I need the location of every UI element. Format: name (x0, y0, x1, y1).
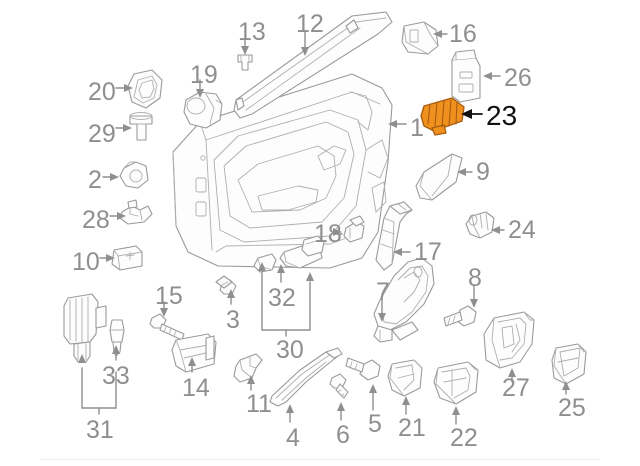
part-shape-clip-13 (237, 54, 253, 71)
callout-label-2[interactable]: 2 (88, 166, 102, 194)
part-shape-courtesy-lamp (63, 293, 107, 363)
callout-label-14[interactable]: 14 (182, 374, 210, 402)
part-shape-bolt-5 (345, 357, 381, 381)
part-shape-inside-handle-bezel (373, 257, 435, 343)
part-shape-grommet-oval (127, 69, 163, 109)
callout-label-10[interactable]: 10 (72, 248, 100, 276)
callout-label-29[interactable]: 29 (88, 120, 116, 148)
part-shape-bracket-clip (119, 199, 153, 225)
part-shape-bracket-11 (233, 353, 263, 383)
part-shape-clip-retainer (119, 161, 149, 189)
part-shape-door-trim-panel (172, 73, 393, 269)
callout-label-32[interactable]: 32 (268, 284, 296, 312)
callout-label-30[interactable]: 30 (276, 336, 304, 364)
part-shape-armrest-pull-handle (269, 347, 343, 407)
callout-label-17[interactable]: 17 (414, 238, 442, 266)
part-shape-corner-cover (401, 21, 439, 55)
callout-label-33[interactable]: 33 (102, 362, 130, 390)
callout-label-5[interactable]: 5 (368, 410, 382, 438)
part-shape-clip-fastener (465, 211, 495, 239)
callout-label-25[interactable]: 25 (558, 394, 586, 422)
callout-label-20[interactable]: 20 (88, 78, 116, 106)
part-shape-window-switch-assembly (433, 361, 479, 405)
callout-label-24[interactable]: 24 (508, 216, 536, 244)
callout-label-18[interactable]: 18 (314, 220, 342, 248)
part-shape-trim-cover-panel (415, 153, 463, 201)
part-shape-screw-6 (329, 373, 349, 399)
callout-label-11[interactable]: 11 (246, 390, 272, 418)
callout-label-19[interactable]: 19 (190, 61, 218, 89)
callout-label-28[interactable]: 28 (82, 206, 110, 234)
callout-label-12[interactable]: 12 (296, 10, 324, 38)
callout-label-6[interactable]: 6 (336, 421, 350, 449)
callout-label-15[interactable]: 15 (155, 282, 183, 310)
callout-label-22[interactable]: 22 (450, 424, 478, 452)
callout-label-13[interactable]: 13 (238, 18, 266, 46)
part-shape-master-window-switch (483, 311, 535, 369)
bottom-divider (40, 459, 600, 460)
part-shape-lock-switch (451, 49, 481, 103)
part-shape-cap-plug (111, 245, 143, 271)
part-shape-grommet-plug (129, 112, 153, 141)
part-shape-window-switch-highlighted (420, 97, 465, 136)
part-shape-bolt-8 (443, 305, 477, 327)
part-shape-screw-3 (215, 275, 237, 295)
callout-label-4[interactable]: 4 (286, 424, 300, 452)
callout-label-16[interactable]: 16 (449, 20, 477, 48)
callout-label-8[interactable]: 8 (468, 264, 482, 292)
part-shape-screw-15 (149, 313, 185, 341)
callout-label-9[interactable]: 9 (476, 158, 490, 186)
part-shape-trim-strip (375, 201, 413, 271)
callout-label-3[interactable]: 3 (226, 306, 240, 334)
part-shape-upper-belt-molding (233, 11, 393, 119)
leader-lines (78, 30, 570, 425)
callout-label-27[interactable]: 27 (502, 374, 530, 402)
callout-label-1[interactable]: 1 (410, 114, 424, 142)
part-shape-switch-unit-25 (551, 343, 587, 385)
callout-label-21[interactable]: 21 (398, 414, 426, 442)
part-shape-mirror-switch (183, 91, 223, 129)
callout-label-26[interactable]: 26 (504, 64, 532, 92)
callout-label-31[interactable]: 31 (86, 416, 114, 444)
part-shape-switch-module (387, 359, 423, 397)
part-shape-clip-18 (343, 215, 365, 243)
callout-label-23[interactable]: 23 (486, 100, 518, 131)
callout-label-7[interactable]: 7 (376, 278, 390, 306)
part-shape-retainer-group (253, 235, 325, 273)
part-shape-reflector-lens (171, 333, 217, 373)
